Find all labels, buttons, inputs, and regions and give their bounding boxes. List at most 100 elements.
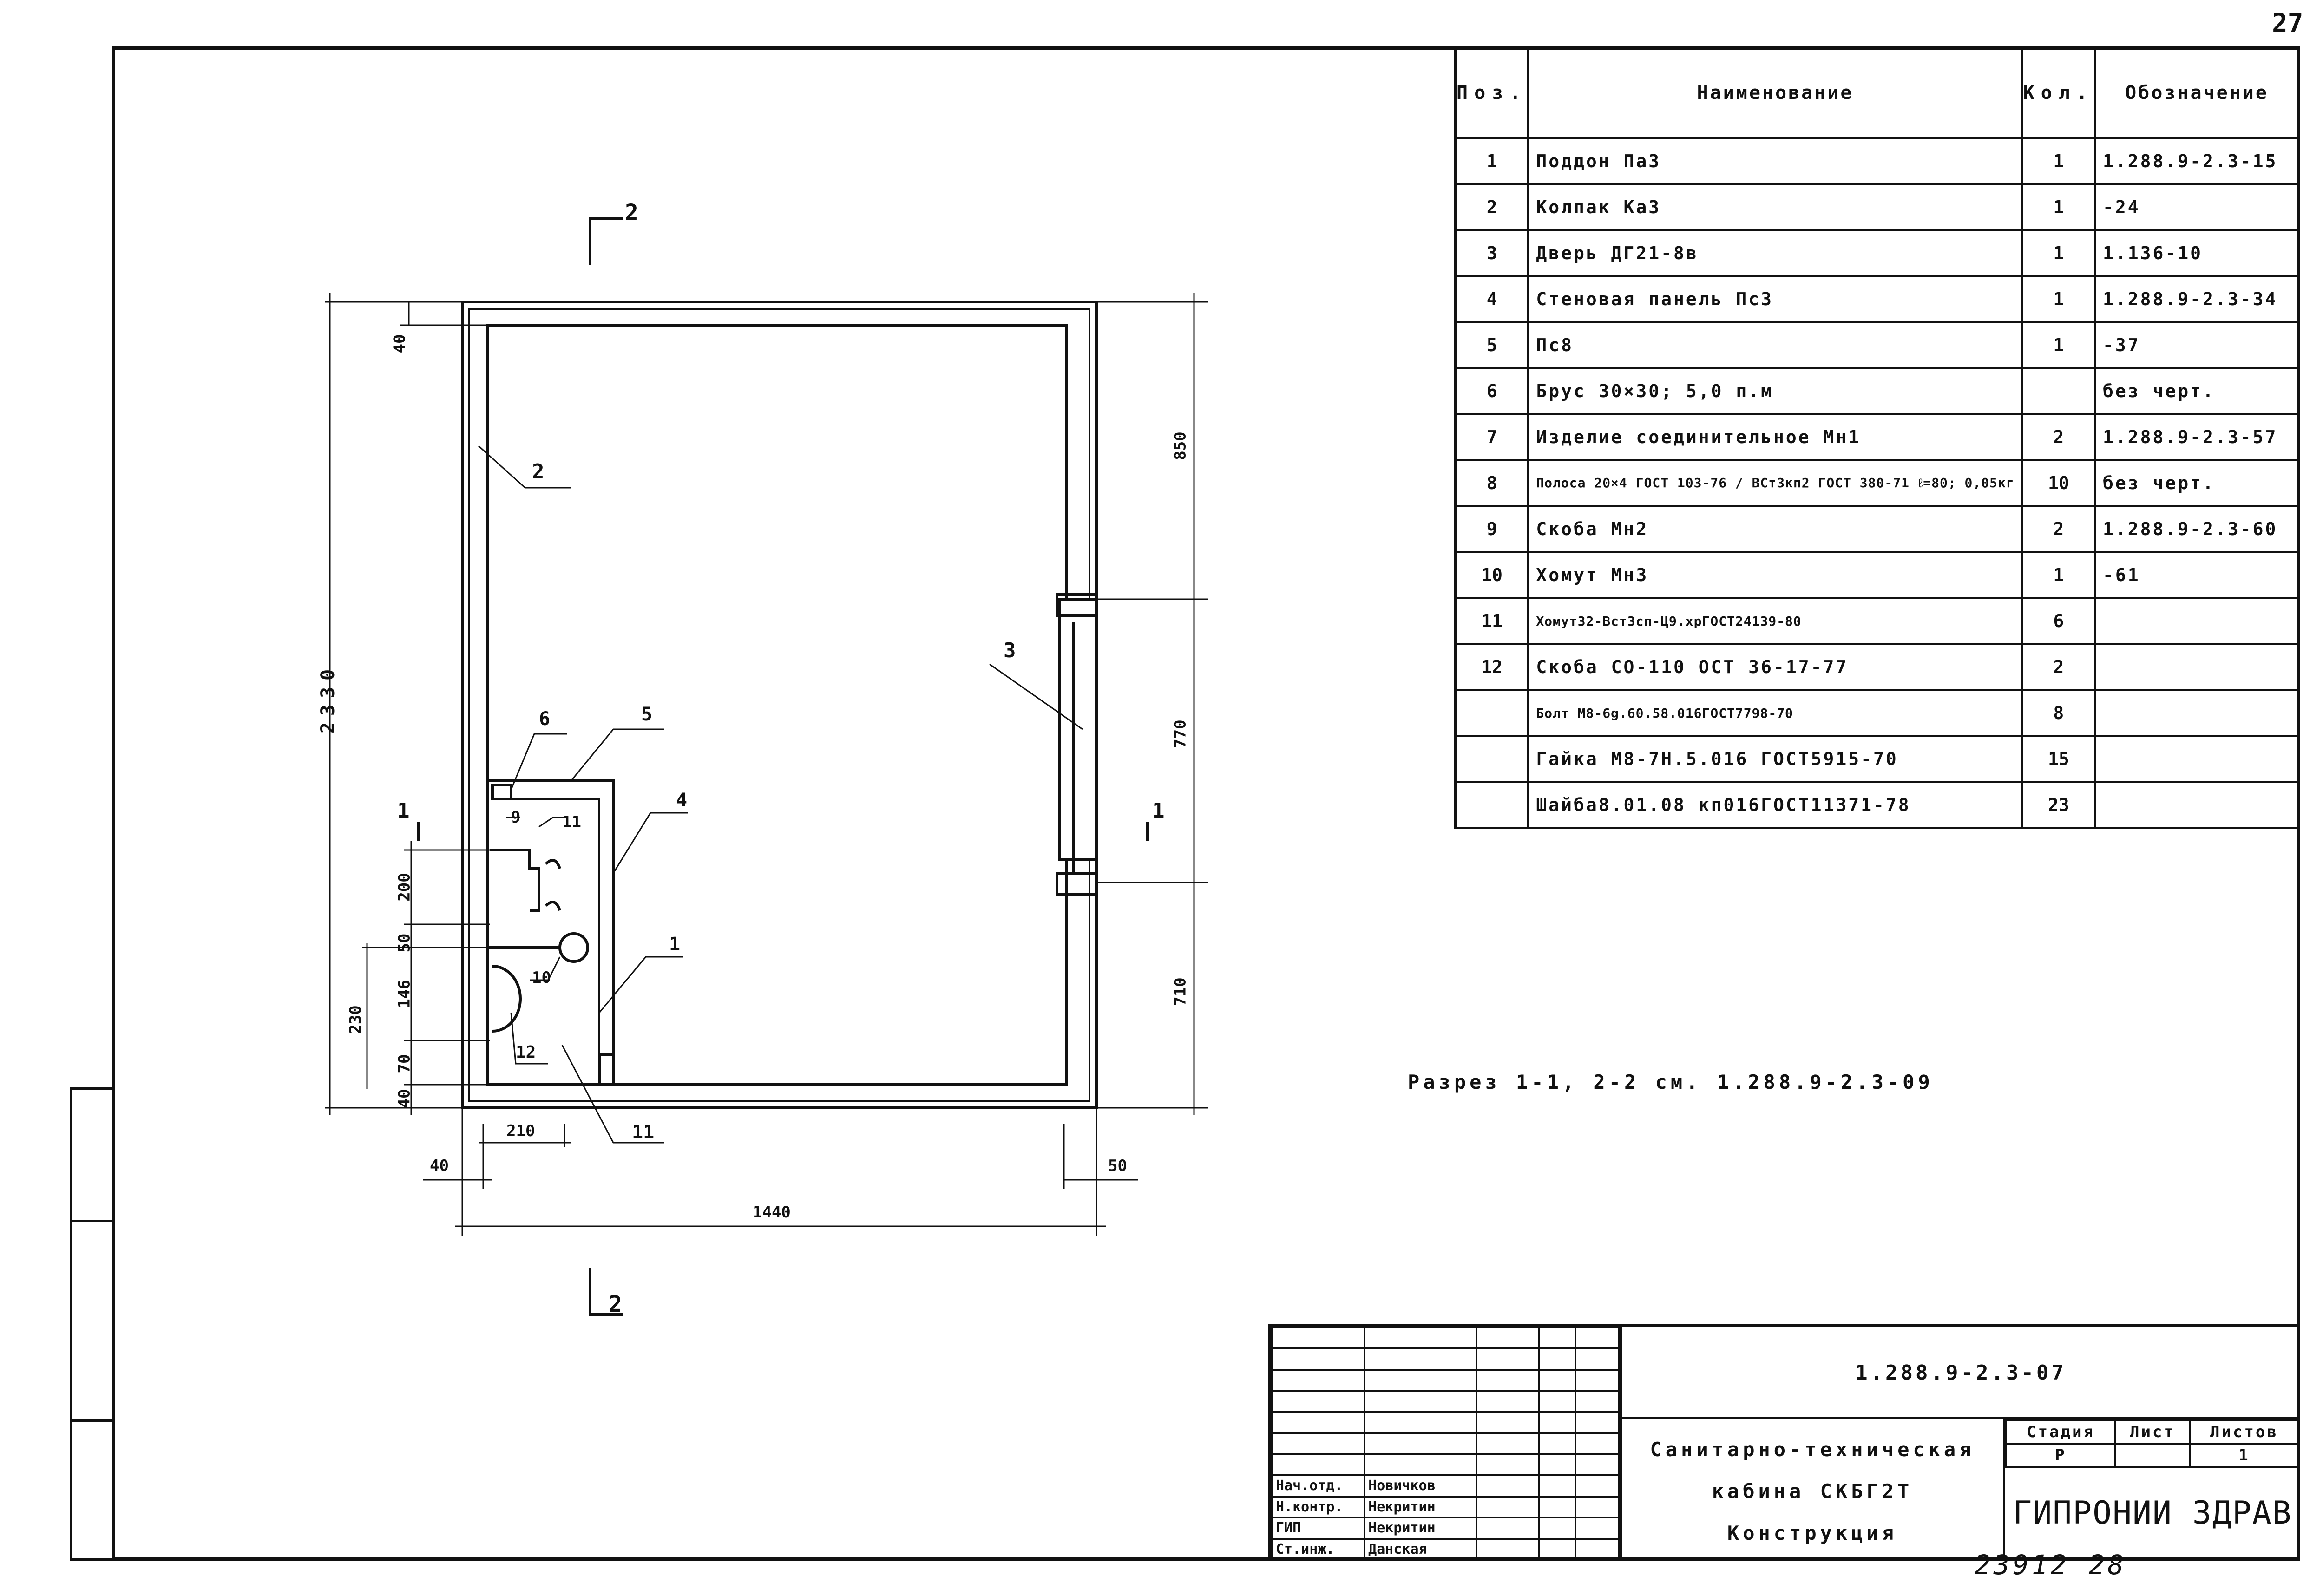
signature-row — [1271, 1390, 1620, 1413]
binding-strip — [70, 1087, 112, 1561]
spec-pos: 2 — [1454, 183, 1530, 231]
callout-12: 12 — [516, 1043, 536, 1062]
signature-role — [1271, 1411, 1366, 1434]
spec-qty: 1 — [2021, 183, 2097, 231]
sheets-header: Листов — [2188, 1419, 2300, 1445]
spec-qty: 1 — [2021, 229, 2097, 277]
spec-header-row: Поз. Наименование Кол. Обозначение — [1454, 46, 2300, 139]
signature-row: Ст.инж.Данская — [1271, 1537, 1620, 1561]
signature-sign — [1476, 1453, 1540, 1477]
section-reference-note: Разрез 1-1, 2-2 см. 1.288.9-2.3-09 — [1408, 1071, 1934, 1093]
spec-qty: 15 — [2021, 735, 2097, 783]
spec-qty: 8 — [2021, 689, 2097, 737]
spec-pos: 8 — [1454, 459, 1530, 507]
dim-pan-200: 200 — [395, 873, 414, 902]
signature-role — [1271, 1347, 1366, 1371]
document-code: 1.288.9-2.3-07 — [1620, 1327, 2300, 1419]
signature-extra — [1575, 1368, 1620, 1392]
dim-pan-70: 70 — [395, 1054, 414, 1073]
callout-9: 9 — [511, 808, 521, 827]
spec-qty: 1 — [2021, 551, 2097, 599]
spec-pos: 9 — [1454, 505, 1530, 553]
signature-sign — [1476, 1368, 1540, 1392]
outer-wall — [461, 301, 1098, 1109]
signature-name: Новичков — [1364, 1474, 1478, 1498]
dim-pan-total: 230 — [346, 1005, 365, 1034]
signature-name — [1364, 1368, 1478, 1392]
strip-cell — [72, 1220, 112, 1422]
signature-row — [1271, 1368, 1620, 1392]
spec-qty: 1 — [2021, 137, 2097, 185]
signature-date — [1538, 1495, 1577, 1519]
signature-sign — [1476, 1326, 1540, 1350]
door-opening — [1058, 598, 1098, 861]
signature-sign — [1476, 1495, 1540, 1519]
signature-extra — [1575, 1326, 1620, 1350]
wall-panel — [488, 779, 615, 1085]
spec-qty — [2021, 367, 2097, 415]
spec-designation: 1.288.9-2.3-57 — [2094, 413, 2300, 461]
callout-3: 3 — [1004, 639, 1016, 662]
signature-date — [1538, 1347, 1577, 1371]
signature-role — [1271, 1453, 1366, 1477]
callout-11-bottom: 11 — [632, 1122, 655, 1143]
clamp-11 — [545, 859, 561, 911]
signature-date — [1538, 1537, 1577, 1561]
signature-date — [1538, 1411, 1577, 1434]
spec-qty: 2 — [2021, 413, 2097, 461]
stage-table: Стадия Лист Листов Р 1 — [2005, 1419, 2300, 1468]
spec-name: Пс8 — [1527, 321, 2023, 369]
spec-name: Скоба Мн2 — [1527, 505, 2023, 553]
drawing-title: Санитарно-техническая кабина СКБГ2Т Конс… — [1620, 1419, 2005, 1561]
spec-pos: 10 — [1454, 551, 1530, 599]
signature-extra — [1575, 1474, 1620, 1498]
signature-sign — [1476, 1390, 1540, 1413]
callout-5: 5 — [641, 704, 653, 725]
spec-name: Шайба8.01.08 кп016ГОСТ11371-78 — [1527, 781, 2023, 829]
signature-extra — [1575, 1537, 1620, 1561]
section-mark-bottom: 2 — [609, 1291, 622, 1317]
spec-qty: 10 — [2021, 459, 2097, 507]
spec-name: Хомут Мн3 — [1527, 551, 2023, 599]
signature-date — [1538, 1326, 1577, 1350]
spec-pos — [1454, 781, 1530, 829]
spec-qty: 1 — [2021, 321, 2097, 369]
callout-1: 1 — [669, 934, 681, 955]
spec-name: Стеновая панель Пс3 — [1527, 275, 2023, 323]
signature-row — [1271, 1347, 1620, 1371]
header-name: Наименование — [1527, 46, 2023, 139]
spec-designation: -24 — [2094, 183, 2300, 231]
spec-designation — [2094, 643, 2300, 691]
signature-row — [1271, 1326, 1620, 1350]
signature-date — [1538, 1368, 1577, 1392]
spec-pos: 11 — [1454, 597, 1530, 645]
section-marks — [417, 217, 1149, 1316]
spec-pos: 6 — [1454, 367, 1530, 415]
spec-name: Брус 30×30; 5,0 п.м — [1527, 367, 2023, 415]
spec-qty: 1 — [2021, 275, 2097, 323]
outer-wall-inner-line — [468, 308, 1090, 1102]
title-line-1: Санитарно-техническая — [1650, 1438, 1975, 1461]
dim-left-40: 40 — [430, 1157, 449, 1175]
signature-role — [1271, 1368, 1366, 1392]
section-mark-left: 1 — [397, 799, 410, 823]
spec-designation: без черт. — [2094, 459, 2300, 507]
organization-name: ГИПРОНИИ ЗДРАВ — [2013, 1495, 2292, 1531]
header-designation: Обозначение — [2094, 46, 2300, 139]
spec-designation — [2094, 689, 2300, 737]
signature-extra — [1575, 1411, 1620, 1434]
spec-pos: 5 — [1454, 321, 1530, 369]
spec-name: Хомут32-Вст3сп-Ц9.хрГОСТ24139-80 — [1527, 597, 2023, 645]
